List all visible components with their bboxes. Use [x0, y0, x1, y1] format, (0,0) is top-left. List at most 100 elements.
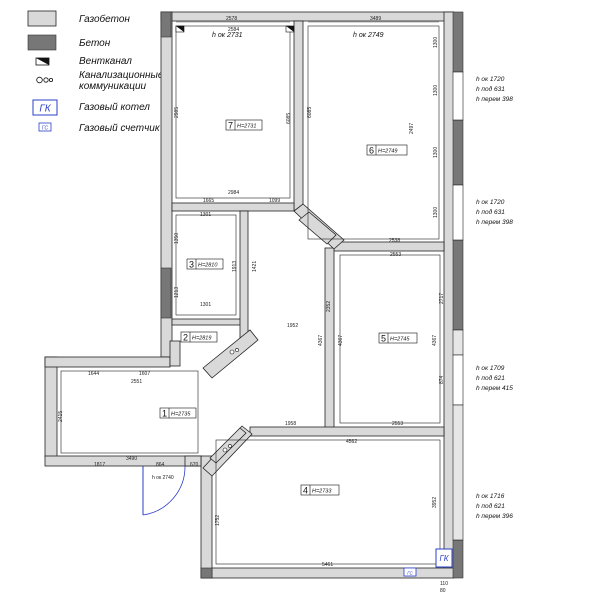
- dim-r6-mid: 2497: [409, 123, 415, 134]
- dim-r1-b1: 1817: [94, 462, 105, 468]
- legend-concrete-swatch: [27, 34, 57, 51]
- dim-r1-top-2: 1607: [139, 371, 150, 377]
- dim-r5-left-2: 4367: [338, 335, 344, 346]
- diagonal-walls: [202, 203, 345, 477]
- dim-r5-right: 4367: [432, 335, 438, 346]
- vent-icon: [35, 57, 50, 66]
- dim-r6-right-2: 1300: [433, 85, 439, 96]
- dim-r5-right-3: 874: [439, 375, 445, 384]
- dim-top-left: 2578: [226, 16, 237, 22]
- sewer-icon: [222, 348, 239, 453]
- room-5-number: 5: [381, 334, 386, 344]
- room-2-number: 2: [183, 333, 188, 343]
- room-2-label: 2 H=2819: [180, 331, 218, 343]
- dim-r3-right: 1913: [232, 261, 238, 272]
- dim-r6-right-1: 1300: [433, 37, 439, 48]
- legend-boiler-label: Газовый котел: [79, 102, 150, 113]
- window-notes: h ок 1720 h под 631 h перем 398 h ок 172…: [476, 76, 513, 520]
- room-7-height: H=2731: [237, 124, 256, 130]
- room-3-number: 3: [189, 260, 194, 270]
- legend-concrete-label: Бетон: [79, 38, 111, 49]
- dim-corridor-v: 4367: [318, 335, 324, 346]
- dim-r7-b2: 1099: [269, 198, 280, 204]
- dim-r6-left: 6085: [307, 107, 313, 118]
- room-5-height: H=2745: [390, 337, 410, 343]
- dim-r1-left: 2415: [58, 411, 64, 422]
- dim-top-right: 3489: [370, 16, 381, 22]
- dim-corridor: 1952: [287, 323, 298, 329]
- dim-r1-top: 1644: [88, 371, 99, 377]
- legend-meter-label: Газовый счетчик: [79, 123, 161, 134]
- meter-icon-mark: ГС: [42, 126, 49, 132]
- window-4-line-2: h под 621: [476, 502, 505, 510]
- legend-gas-concrete-label: Газобетон: [79, 13, 130, 25]
- window-2-line-1: h ок 1720: [476, 199, 505, 206]
- dim-r3-bottom: 1301: [200, 302, 211, 308]
- room-4-label: 4 H=2733: [300, 484, 340, 496]
- room-7-label: 7 H=2731: [225, 119, 263, 131]
- room-3-height: H=2810: [198, 263, 218, 269]
- room-1-note: h ок 2740: [152, 475, 174, 481]
- dim-r7-left: 2985: [174, 107, 180, 118]
- meter-icon: [403, 567, 417, 577]
- outer-walls: [44, 11, 455, 579]
- boiler-icon-mark: ГК: [39, 104, 51, 115]
- dim-r5-left: 2352: [326, 301, 332, 312]
- windows-right: [452, 71, 464, 541]
- room-labels: 7 H=2731 h ок 2731 6 H=2749 h ок 2749 3 …: [152, 32, 418, 496]
- dim-r1-b2: 3490: [126, 456, 137, 462]
- room-6-number: 6: [369, 146, 374, 156]
- dim-r4-top: 4562: [346, 439, 357, 445]
- room-1-height: H=2735: [171, 412, 191, 418]
- dim-r1-b4: 670: [190, 462, 199, 468]
- vent-icon: [175, 25, 295, 33]
- room-6-label: 6 H=2749: [366, 144, 408, 156]
- window-1-line-3: h перем 398: [476, 96, 513, 103]
- legend-sewer-label-1: Канализационные: [79, 70, 164, 81]
- legend-vent-label: Вентканал: [79, 56, 132, 67]
- dim-r7-top: 2584: [228, 27, 239, 33]
- dim-r5-right-2: 2717: [439, 293, 445, 304]
- interior-walls: [169, 20, 445, 467]
- window-1-line-1: h ок 1720: [476, 76, 505, 83]
- room-2-height: H=2819: [192, 336, 211, 342]
- room-6-note: h ок 2749: [353, 32, 384, 39]
- window-3-line-2: h под 621: [476, 374, 505, 382]
- boiler-icon: [32, 99, 58, 116]
- window-2-line-2: h под 631: [476, 208, 505, 216]
- entrance-door: [142, 465, 186, 516]
- dim-r3-right-2: 1421: [252, 261, 258, 272]
- dim-r3-left-2: 1213: [174, 287, 180, 298]
- legend-gas-concrete-swatch: [27, 10, 57, 27]
- dim-r5-top: 2553: [390, 252, 401, 258]
- dim-r5-bottom: 1958: [285, 421, 296, 427]
- legend-sewer-label-2: коммуникации: [79, 81, 147, 92]
- dim-r1-top-3: 2551: [131, 379, 142, 385]
- boiler-mark: ГК: [439, 554, 449, 563]
- dim-r4-bottom: 5461: [322, 562, 333, 568]
- dimensions: 2578 3489 2584 2985 6085 6085 1300 1300 …: [58, 16, 448, 594]
- room-7-number: 7: [228, 121, 233, 131]
- window-3-line-3: h перем 415: [476, 385, 513, 392]
- dim-r4-left: 1752: [215, 515, 221, 526]
- dim-r6-bottom: 2538: [389, 238, 400, 244]
- room-4-number: 4: [303, 486, 308, 496]
- room-outlines: [60, 25, 441, 565]
- legend: Газобетон Бетон Вентканал Канализационны…: [27, 10, 164, 134]
- window-4-line-1: h ок 1716: [476, 493, 505, 500]
- dim-r3-top: 1301: [200, 212, 211, 218]
- room-1-label: 1 H=2735: [159, 407, 197, 419]
- dim-r7-right: 6085: [286, 113, 292, 124]
- dim-r7-bottom: 2984: [228, 190, 239, 196]
- room-3-label: 3 H=2810: [186, 258, 224, 270]
- sewer-icon: [36, 76, 54, 84]
- dim-r4-right: 3952: [432, 497, 438, 508]
- dim-corner-1: 110: [440, 581, 448, 587]
- room-7-note: h ок 2731: [212, 32, 243, 39]
- dim-r5-bottom-2: 2553: [392, 421, 403, 427]
- dim-r6-right-3: 1300: [433, 147, 439, 158]
- window-1-line-2: h под 631: [476, 85, 505, 93]
- dim-corner-2: 80: [440, 588, 446, 594]
- dim-r7-b1: 1665: [203, 198, 214, 204]
